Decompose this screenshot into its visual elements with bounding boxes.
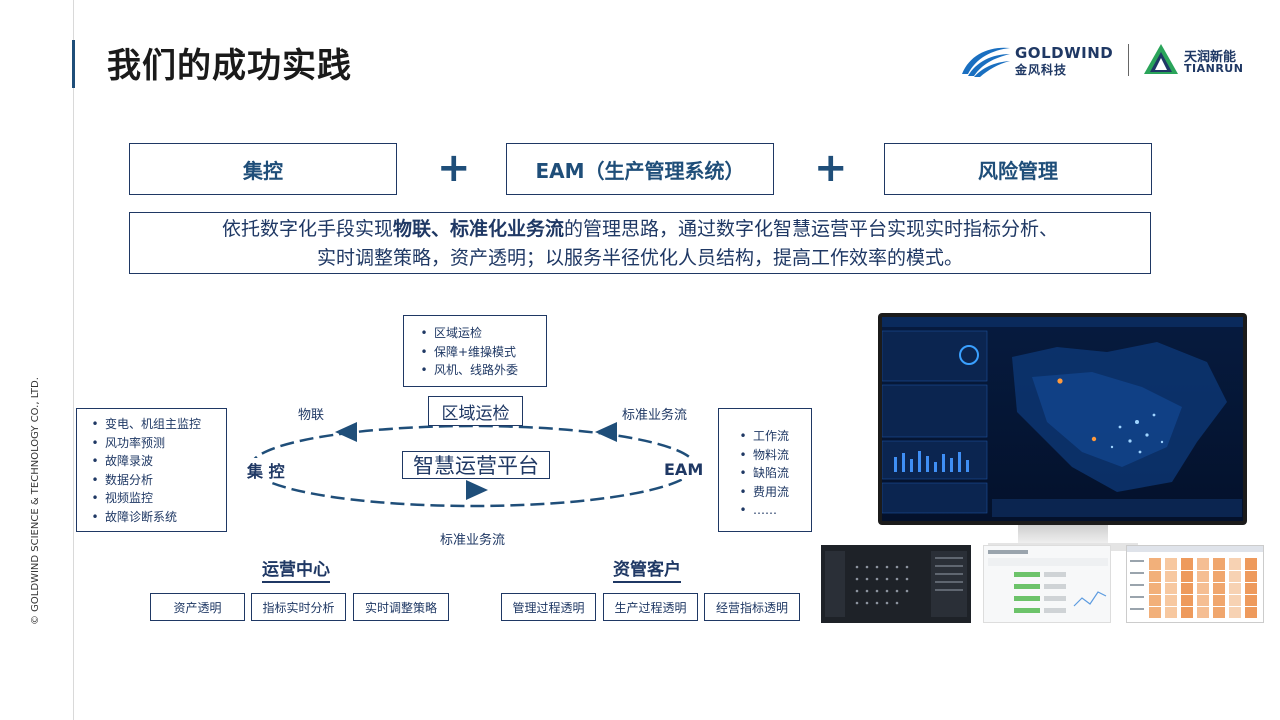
label-flow-bottom: 标准业务流 <box>440 533 506 548</box>
description-part2: 的管理思路，通过数字化智慧运营平台实现实时指标分析、 <box>564 218 1059 240</box>
central-item: 数据分析 <box>85 471 226 490</box>
dashboard-screen <box>882 317 1243 521</box>
description-line-2: 实时调整策略，资产透明；以服务半径优化人员结构，提高工作效率的模式。 <box>316 247 963 269</box>
pillar-eam: EAM（生产管理系统） <box>506 143 774 195</box>
goldwind-cn: 金风科技 <box>1015 63 1068 77</box>
thumbnail-dark-dashboard <box>821 545 971 623</box>
eam-item: …… <box>733 501 811 520</box>
copyright: © GOLDWIND SCIENCE & TECHNOLOGY CO., LTD… <box>30 377 41 625</box>
tianrun-logo: 天润新能 TIANRUN <box>1142 42 1244 78</box>
central-title: 集 控 <box>245 458 287 482</box>
ops-center-title: 运营中心 <box>262 559 330 583</box>
plus-sign: + <box>437 145 471 191</box>
monitor-stand <box>1018 525 1108 545</box>
eam-item: 工作流 <box>733 427 811 446</box>
thumbnail-heatmap-table <box>1126 545 1264 623</box>
thumbnail-light-dashboard <box>983 545 1111 623</box>
thumbnail-graphic <box>825 551 967 617</box>
description-line-1: 依托数字化手段实现物联、标准化业务流的管理思路，通过数字化智慧运营平台实现实时指… <box>130 215 1150 244</box>
central-item: 视频监控 <box>85 489 226 508</box>
thumbnail-graphic <box>988 550 1108 613</box>
thumbnail-graphic <box>1127 546 1263 618</box>
regional-items-box: 区域运检 保障+维操模式 风机、线路外委 <box>403 315 547 387</box>
ops-item: 资产透明 <box>150 593 245 621</box>
asset-item: 经营指标透明 <box>704 593 800 621</box>
asset-client-title: 资管客户 <box>613 559 681 583</box>
regional-item: 保障+维操模式 <box>414 343 546 362</box>
asset-item: 生产过程透明 <box>603 593 698 621</box>
ops-item: 指标实时分析 <box>251 593 346 621</box>
asset-item: 管理过程透明 <box>501 593 596 621</box>
dashboard-graphic <box>882 317 1243 517</box>
eam-items-box: 工作流 物料流 缺陷流 费用流 …… <box>718 408 812 532</box>
smart-ops-platform: 智慧运营平台 <box>402 451 550 479</box>
ops-item: 实时调整策略 <box>353 593 449 621</box>
description-bold: 物联、标准化业务流 <box>392 218 564 240</box>
page-title: 我们的成功实践 <box>107 46 352 86</box>
central-item: 风功率预测 <box>85 434 226 453</box>
regional-item: 区域运检 <box>414 324 546 343</box>
plus-sign: + <box>814 145 848 191</box>
tianrun-mountain-icon <box>1144 44 1178 74</box>
regional-item: 风机、线路外委 <box>414 361 546 380</box>
goldwind-logo: GOLDWIND 金风科技 <box>960 44 1120 78</box>
logo-divider <box>1128 44 1129 76</box>
description-part1: 依托数字化手段实现 <box>221 218 393 240</box>
tianrun-cn: 天润新能 <box>1184 50 1237 65</box>
label-iot: 物联 <box>298 408 325 423</box>
tianrun-en: TIANRUN <box>1184 62 1244 75</box>
goldwind-wave-icon <box>962 47 1010 77</box>
central-item: 故障录波 <box>85 452 226 471</box>
eam-item: 费用流 <box>733 483 811 502</box>
eam-item: 物料流 <box>733 446 811 465</box>
left-rule <box>73 0 74 720</box>
eam-item: 缺陷流 <box>733 464 811 483</box>
central-item: 故障诊断系统 <box>85 508 226 527</box>
central-item: 变电、机组主监控 <box>85 415 226 434</box>
arrow-right-icon <box>466 480 488 500</box>
label-flow-top: 标准业务流 <box>622 408 688 423</box>
title-accent-bar <box>72 40 75 88</box>
goldwind-en: GOLDWIND <box>1015 44 1114 62</box>
eam-title: EAM <box>662 460 706 479</box>
pillar-central-control: 集控 <box>129 143 397 195</box>
arrow-left-icon <box>335 422 357 442</box>
central-items-box: 变电、机组主监控 风功率预测 故障录波 数据分析 视频监控 故障诊断系统 <box>76 408 227 532</box>
description-box: 依托数字化手段实现物联、标准化业务流的管理思路，通过数字化智慧运营平台实现实时指… <box>129 212 1151 274</box>
regional-title: 区域运检 <box>428 396 523 426</box>
pillar-risk-management: 风险管理 <box>884 143 1152 195</box>
arrow-left-icon <box>595 422 617 442</box>
